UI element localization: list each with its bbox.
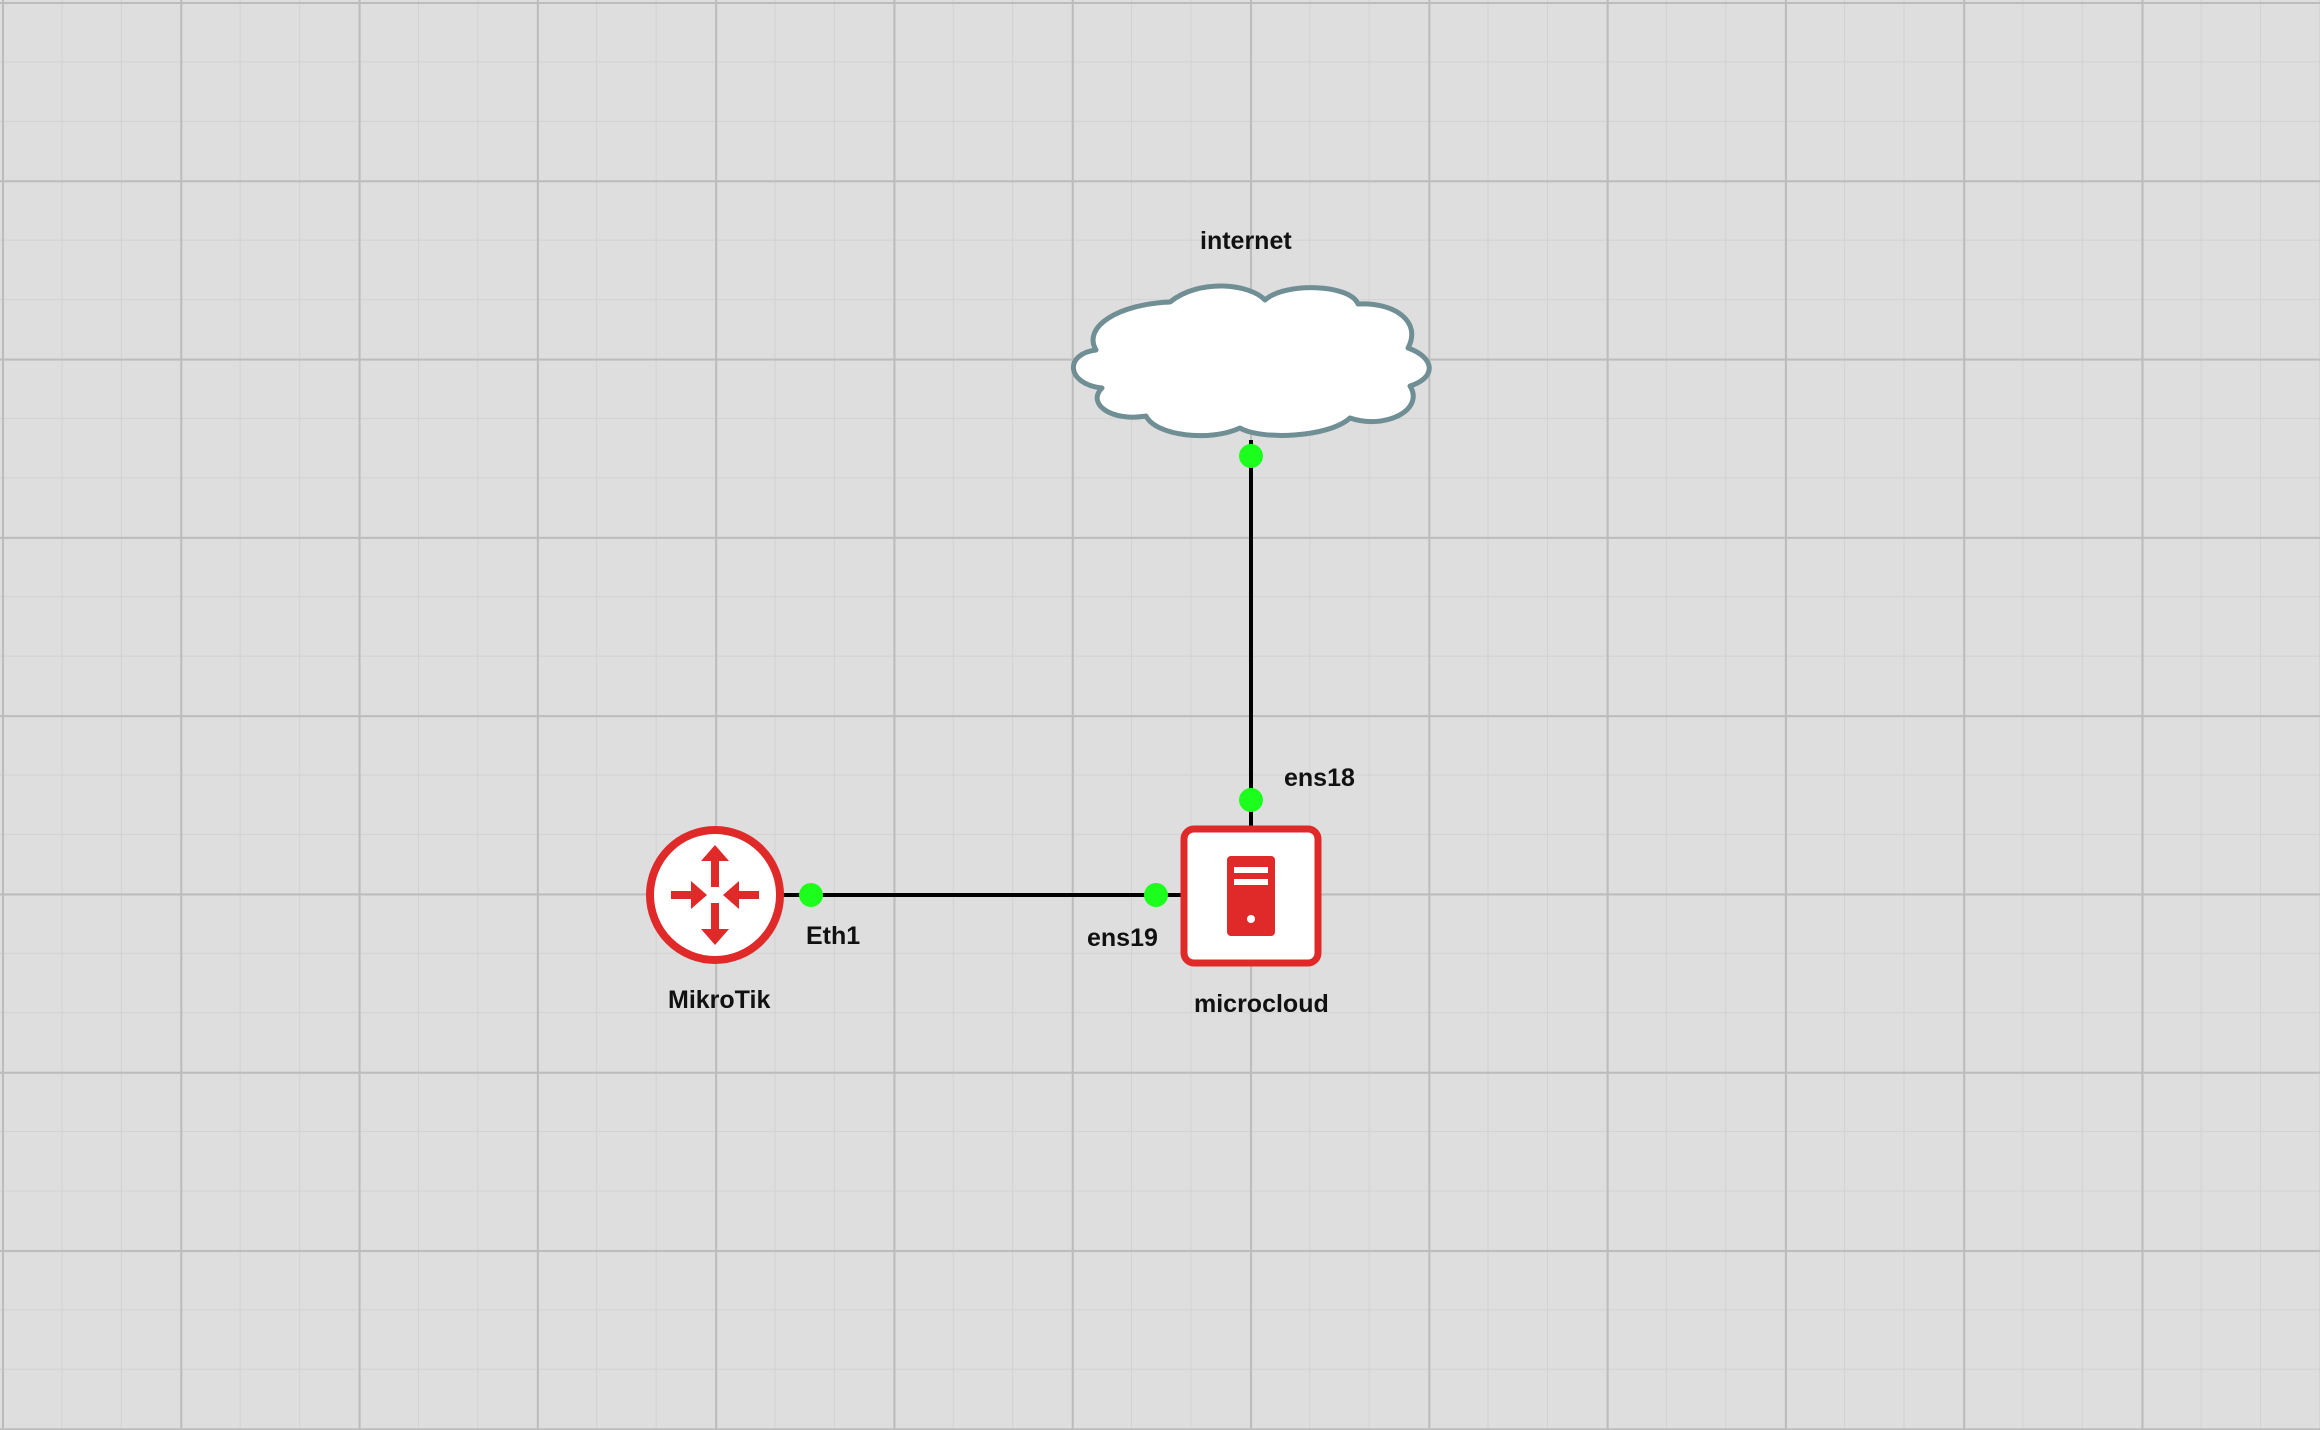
node-label-internet: internet: [1200, 227, 1292, 255]
node-label-microcloud: microcloud: [1194, 990, 1329, 1018]
port-label-ens19: ens19: [1087, 924, 1158, 952]
port-label-eth1: Eth1: [806, 922, 861, 950]
router-icon: [646, 826, 784, 964]
node-mikrotik[interactable]: [645, 825, 785, 965]
port-dot-eth1[interactable]: [799, 883, 823, 907]
server-icon: [1180, 825, 1322, 967]
port-dot-ens18[interactable]: [1239, 788, 1263, 812]
node-label-mikrotik: MikroTik: [668, 986, 771, 1014]
node-internet[interactable]: [1060, 270, 1440, 450]
port-label-ens18: ens18: [1284, 764, 1355, 792]
cloud-icon: [1071, 283, 1432, 439]
port-dot-ens19[interactable]: [1144, 883, 1168, 907]
port-dot-internet[interactable]: [1239, 444, 1263, 468]
node-microcloud[interactable]: [1180, 825, 1322, 967]
